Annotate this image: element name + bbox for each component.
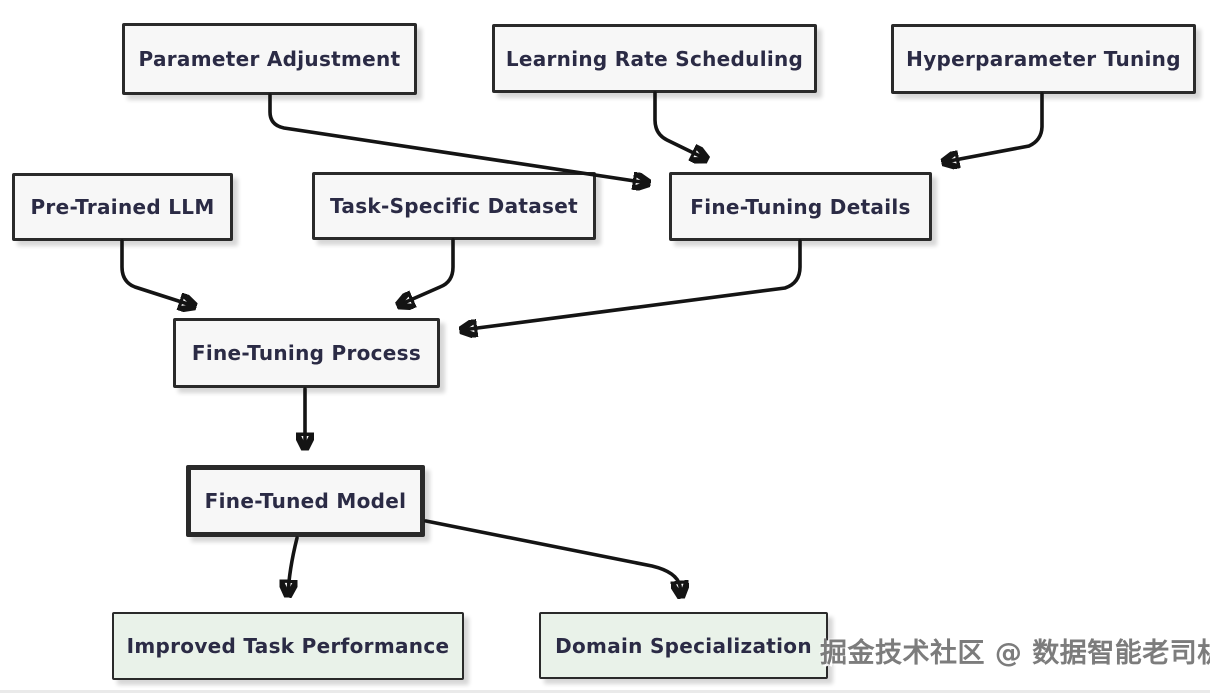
node-fine-tuned-model: Fine-Tuned Model — [186, 465, 425, 537]
node-label: Fine-Tuning Details — [690, 194, 911, 219]
node-domain-specialization: Domain Specialization — [539, 612, 828, 679]
node-task-specific-dataset: Task-Specific Dataset — [312, 172, 596, 240]
edge-learning-rate-scheduling-to-fine-tuning-details — [653, 91, 706, 159]
node-improved-task-performance: Improved Task Performance — [112, 612, 464, 680]
node-fine-tuning-details: Fine-Tuning Details — [669, 172, 932, 241]
edge-fine-tuned-model-to-improved-task-performance — [288, 536, 299, 595]
node-parameter-adjustment: Parameter Adjustment — [122, 23, 417, 95]
edge-hyperparameter-tuning-to-fine-tuning-details — [944, 92, 1044, 162]
node-fine-tuning-process: Fine-Tuning Process — [173, 318, 440, 388]
bottom-divider — [0, 690, 1210, 693]
edge-pre-trained-llm-to-fine-tuning-process — [120, 239, 194, 306]
node-hyperparameter-tuning: Hyperparameter Tuning — [891, 24, 1196, 94]
node-label: Hyperparameter Tuning — [906, 47, 1181, 71]
edge-parameter-adjustment-to-fine-tuning-details — [268, 93, 648, 183]
node-label: Parameter Adjustment — [138, 47, 401, 71]
edge-task-specific-dataset-to-fine-tuning-process — [399, 238, 455, 305]
edge-fine-tuned-model-to-domain-specialization — [424, 519, 681, 596]
node-label: Fine-Tuning Process — [191, 341, 422, 365]
node-label: Task-Specific Dataset — [330, 194, 578, 218]
node-label: Domain Specialization — [555, 633, 812, 658]
node-label: Learning Rate Scheduling — [505, 46, 804, 71]
node-pre-trained-llm: Pre-Trained LLM — [12, 173, 233, 241]
watermark-text: 掘金技术社区 @ 数据智能老司机 — [820, 638, 1210, 669]
edge-fine-tuning-details-to-fine-tuning-process — [462, 239, 802, 330]
node-label: Improved Task Performance — [126, 634, 450, 658]
node-learning-rate-scheduling: Learning Rate Scheduling — [492, 24, 817, 93]
node-label: Pre-Trained LLM — [30, 195, 215, 219]
node-label: Fine-Tuned Model — [204, 489, 407, 513]
